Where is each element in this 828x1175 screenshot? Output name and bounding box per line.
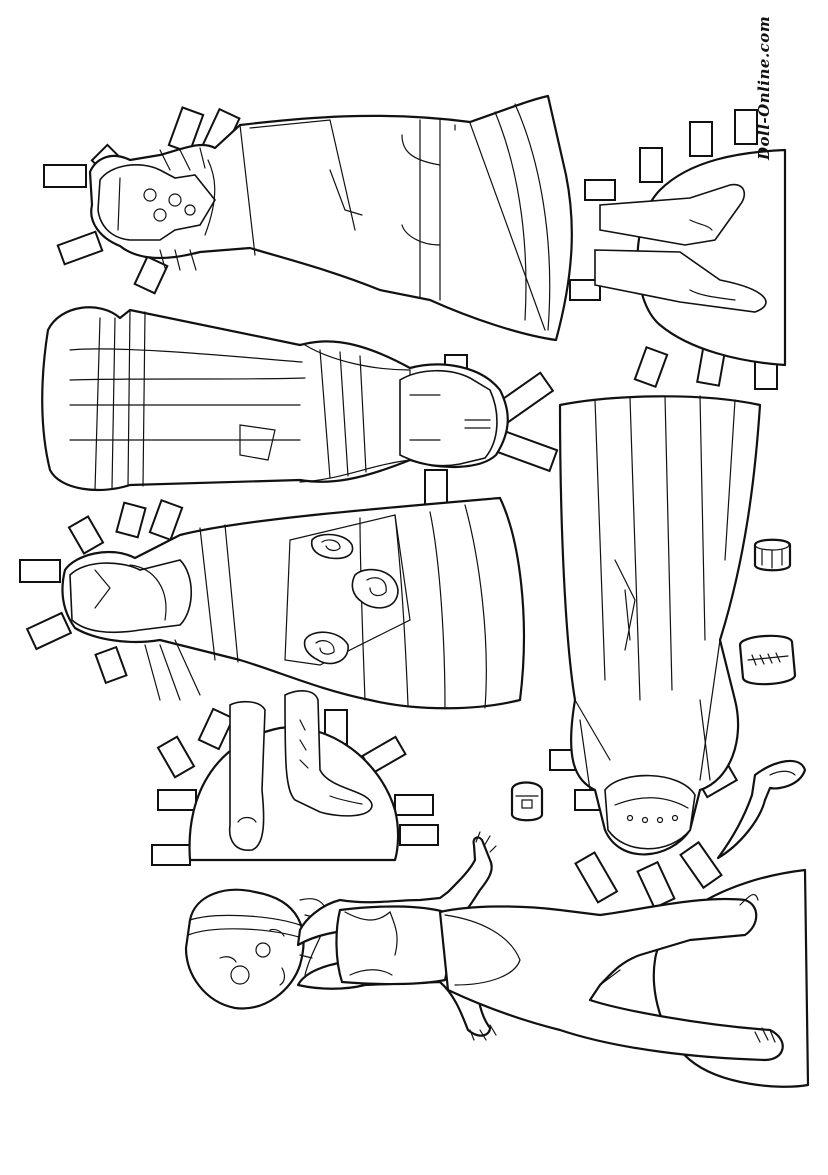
bracelet-accessory <box>753 538 792 572</box>
long-gown-right <box>549 395 762 910</box>
gown-middle-left <box>41 306 559 511</box>
boots-stand-top-right <box>569 109 787 390</box>
boots-stand-left <box>151 690 439 866</box>
doll-figure <box>184 831 810 1088</box>
site-watermark: Doll-Online.com <box>755 15 773 160</box>
dagger-accessory <box>716 759 807 860</box>
gown-top-left <box>43 94 573 342</box>
ring-accessory <box>510 781 544 822</box>
gown-lower-left-with-spirals <box>19 496 526 710</box>
cuff-accessory <box>738 634 797 686</box>
